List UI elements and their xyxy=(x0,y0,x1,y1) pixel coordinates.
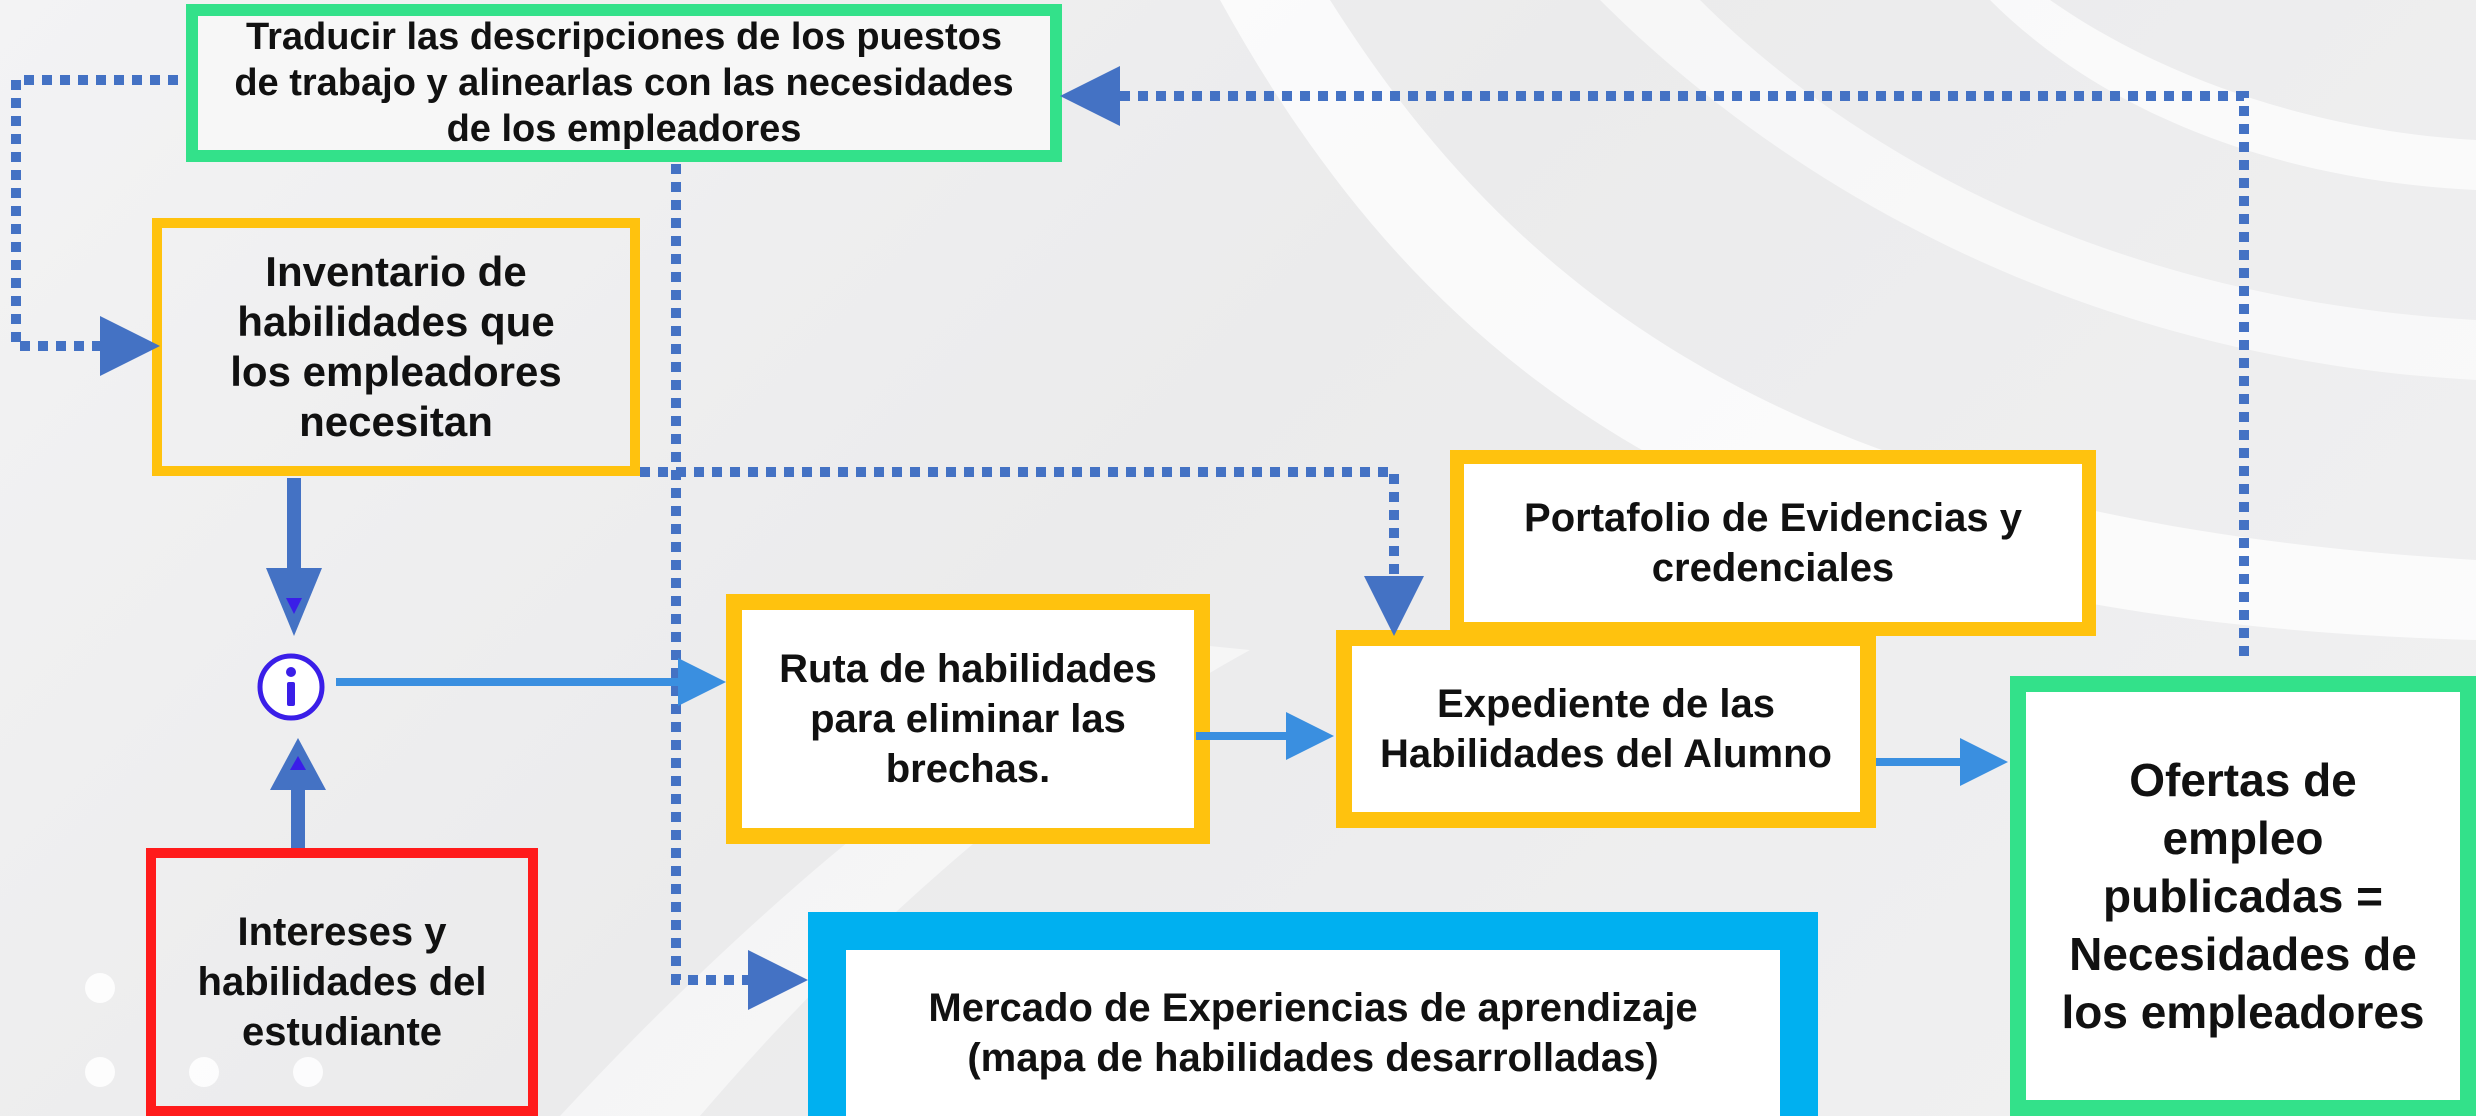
edge-traducir-mercado xyxy=(671,164,808,1010)
edge-inventario-expediente xyxy=(640,467,1424,636)
background-swoosh xyxy=(1600,0,2476,380)
node-intereses-label: Intereses y habilidades del estudiante xyxy=(197,910,487,1054)
edge-ofertas-traducir xyxy=(1060,66,2249,656)
node-ofertas-label: Ofertas de empleo publicadas = Necesidad… xyxy=(2061,754,2425,1038)
node-ruta-label: Ruta de habilidades para eliminar las br… xyxy=(779,647,1157,791)
arrowhead-up-inner xyxy=(290,756,306,770)
info-icon xyxy=(257,653,325,721)
node-mercado: Mercado de Experiencias de aprendizaje (… xyxy=(808,912,1818,1116)
node-expediente: Expediente de las Habilidades del Alumno xyxy=(1336,630,1876,828)
arrowhead-down-inner xyxy=(286,598,302,614)
node-portafolio: Portafolio de Evidencias y credenciales xyxy=(1450,450,2096,636)
node-portafolio-label: Portafolio de Evidencias y credenciales xyxy=(1524,496,2022,590)
decorative-dot xyxy=(189,1057,219,1087)
node-mercado-label: Mercado de Experiencias de aprendizaje (… xyxy=(928,986,1698,1080)
decorative-dot xyxy=(293,1057,323,1087)
decorative-dot xyxy=(85,1057,115,1087)
edge-traducir-inventario xyxy=(11,75,178,376)
background-swoosh xyxy=(1990,0,2476,190)
node-inventario-label: Inventario de habilidades que los emplea… xyxy=(230,248,562,445)
node-intereses: Intereses y habilidades del estudiante xyxy=(146,848,538,1116)
node-traducir-label: Traducir las descripciones de los puesto… xyxy=(234,16,1014,150)
decorative-dot xyxy=(85,973,115,1003)
node-traducir: Traducir las descripciones de los puesto… xyxy=(186,4,1062,162)
node-ruta: Ruta de habilidades para eliminar las br… xyxy=(726,594,1210,844)
node-expediente-label: Expediente de las Habilidades del Alumno xyxy=(1380,682,1832,776)
node-ofertas: Ofertas de empleo publicadas = Necesidad… xyxy=(2010,676,2476,1116)
